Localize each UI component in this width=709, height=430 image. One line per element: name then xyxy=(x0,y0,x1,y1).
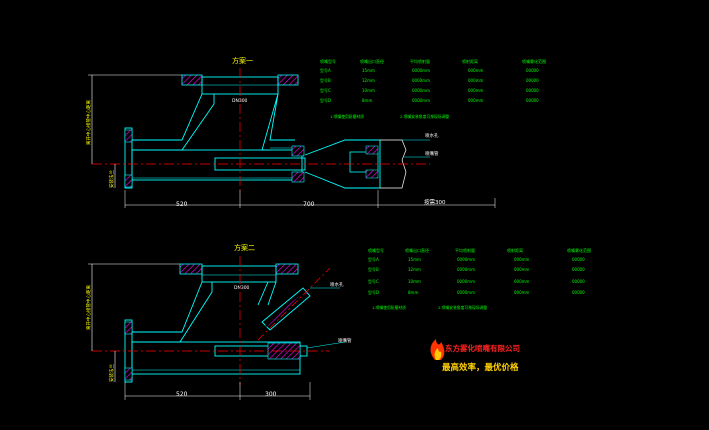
scheme2-table-header-0: 喷嘴型号 xyxy=(368,247,384,253)
scheme1-top-flange-left xyxy=(181,74,203,86)
scheme1-table-cell: 型号C xyxy=(320,87,331,93)
brand-name: 东方雾化喷嘴有限公司 xyxy=(445,343,520,353)
scheme2-table-cell: 00000 xyxy=(572,257,585,262)
scheme1-body-left xyxy=(132,93,215,151)
scheme2-title: 方案二 xyxy=(234,243,255,252)
scheme1-table-header-2: 平均喷射量 xyxy=(410,58,430,64)
scheme2-table-header-3: 喷射距离 xyxy=(507,247,523,253)
scheme2-table-note-left: 1.喷嘴使用耐磨材质 xyxy=(372,305,406,310)
scheme2-callout-top: 喷水孔 xyxy=(330,281,344,288)
scheme2-table-header-4: 喷嘴雾化范围 xyxy=(567,247,591,253)
scheme1-table-header-3: 喷射距离 xyxy=(462,58,478,64)
scheme1-dim-mid: 700 xyxy=(303,201,315,208)
scheme2-table-cell: 000mm xyxy=(514,257,530,262)
scheme2-body-left xyxy=(132,281,213,343)
scheme1-table-header-4: 喷嘴雾化范围 xyxy=(522,58,546,64)
scheme1-table-note-right: 2.喷嘴安装角度可按现场调整 xyxy=(400,114,449,119)
scheme2-table-cell: 0000mm xyxy=(457,267,475,272)
scheme2-callout-bottom: 喷嘴管 xyxy=(338,337,352,344)
scheme2-table-cell: 型号A xyxy=(368,256,379,262)
scheme2-table-cell: 00000 xyxy=(572,290,585,295)
scheme2-top-flange-left xyxy=(179,263,203,275)
scheme2-table-cell: 型号D xyxy=(368,289,379,295)
scheme1-table-cell: 10mm xyxy=(362,88,375,93)
scheme2-table-cell: 000mm xyxy=(514,279,530,284)
scheme1-table-cell: 00000 xyxy=(526,68,539,73)
scheme2-angled-centerline xyxy=(257,267,331,341)
flame-logo-icon xyxy=(430,339,445,360)
scheme1-table-cell: 000mm xyxy=(468,68,484,73)
scheme2-table-cell: 12mm xyxy=(408,267,421,272)
scheme1-body-right xyxy=(261,93,295,151)
scheme2-table-cell: 0000mm xyxy=(457,290,475,295)
scheme2-base-label: 安装法兰 xyxy=(108,364,115,382)
scheme1-table-cell: 00000 xyxy=(526,88,539,93)
scheme2-table-cell: 00000 xyxy=(572,267,585,272)
scheme2-angled-nozzle xyxy=(261,287,311,331)
scheme2-side-label: 离开中心接管中心距离 xyxy=(85,285,92,330)
scheme2-table-cell: 00000 xyxy=(572,279,585,284)
scheme1-top-flange-right xyxy=(277,74,299,86)
scheme2-table-cell: 型号B xyxy=(368,266,379,272)
scheme1-table-header-1: 喷嘴出口直径 xyxy=(360,58,384,64)
scheme1-table-cell: 15mm xyxy=(362,68,375,73)
scheme2-flange-label: DN300 xyxy=(234,285,250,291)
scheme1-callout-top: 喷水孔 xyxy=(425,132,439,139)
scheme1-spec-table: 喷嘴型号 喷嘴出口直径 平均喷射量 喷射距离 喷嘴雾化范围 型号A 15mm 0… xyxy=(320,58,546,119)
scheme1-left-flange xyxy=(124,127,133,189)
scheme2-table-header-1: 喷嘴出口直径 xyxy=(405,247,429,253)
scheme1-table-cell: 8mm xyxy=(362,98,372,103)
scheme1-table-cell: 0000mm xyxy=(412,98,430,103)
scheme1-drawing: 方案一 DN300 喷水孔 喷 xyxy=(85,56,496,208)
scheme1-table-cell: 000mm xyxy=(468,98,484,103)
scheme2-table-header-2: 平均喷射量 xyxy=(455,247,475,253)
scheme2-table-cell: 8mm xyxy=(408,290,418,295)
scheme2-table-cell: 0000mm xyxy=(457,279,475,284)
scheme1-title: 方案一 xyxy=(232,56,253,65)
scheme1-base-label: 安装法兰 xyxy=(108,170,115,188)
scheme1-table-header-0: 喷嘴型号 xyxy=(320,58,336,64)
scheme1-dim-left: 520 xyxy=(176,201,188,208)
scheme2-body-right xyxy=(257,281,277,306)
scheme1-table-cell: 00000 xyxy=(526,98,539,103)
scheme2-table-cell: 000mm xyxy=(514,267,530,272)
scheme2-dim-left: 520 xyxy=(176,391,188,398)
brand-block: 东方雾化喷嘴有限公司 最高效率，最优价格 xyxy=(430,339,520,373)
scheme2-drawing: 方案二 DN300 喷水孔 喷嘴管 离开中心接管中心距离 安装法兰 xyxy=(85,243,352,400)
scheme2-table-cell: 0000mm xyxy=(457,257,475,262)
scheme1-table-cell: 0000mm xyxy=(412,88,430,93)
scheme1-table-cell: 型号B xyxy=(320,77,331,83)
scheme2-table-cell: 10mm xyxy=(408,279,421,284)
scheme1-casing xyxy=(131,149,303,181)
scheme2-spec-table: 喷嘴型号 喷嘴出口直径 平均喷射量 喷射距离 喷嘴雾化范围 型号A 15mm 0… xyxy=(368,247,591,310)
scheme1-table-cell: 0000mm xyxy=(412,78,430,83)
scheme2-table-cell: 000mm xyxy=(514,290,530,295)
scheme2-top-flange-body xyxy=(201,265,277,283)
scheme1-table-cell: 0000mm xyxy=(412,68,430,73)
scheme1-table-note-left: 1.喷嘴使用耐磨材质 xyxy=(330,114,364,119)
brand-slogan: 最高效率，最优价格 xyxy=(442,362,519,373)
scheme1-table-cell: 12mm xyxy=(362,78,375,83)
scheme2-table-cell: 型号C xyxy=(368,278,379,284)
scheme1-dim-right: 按需300 xyxy=(424,198,446,206)
scheme1-side-label: 离开中心接管中心距离 xyxy=(85,100,92,145)
scheme2-table-note-right: 2.喷嘴安装角度可按现场调整 xyxy=(438,305,487,310)
scheme1-table-cell: 00000 xyxy=(526,78,539,83)
scheme2-top-flange-right xyxy=(275,263,299,275)
scheme2-dim-right: 300 xyxy=(265,391,277,398)
scheme1-table-cell: 000mm xyxy=(468,88,484,93)
scheme2-table-cell: 15mm xyxy=(408,257,421,262)
scheme1-table-cell: 型号D xyxy=(320,97,331,103)
scheme1-callout-bottom: 喷嘴管 xyxy=(425,150,439,157)
scheme1-table-cell: 型号A xyxy=(320,67,331,73)
scheme1-table-cell: 000mm xyxy=(468,78,484,83)
